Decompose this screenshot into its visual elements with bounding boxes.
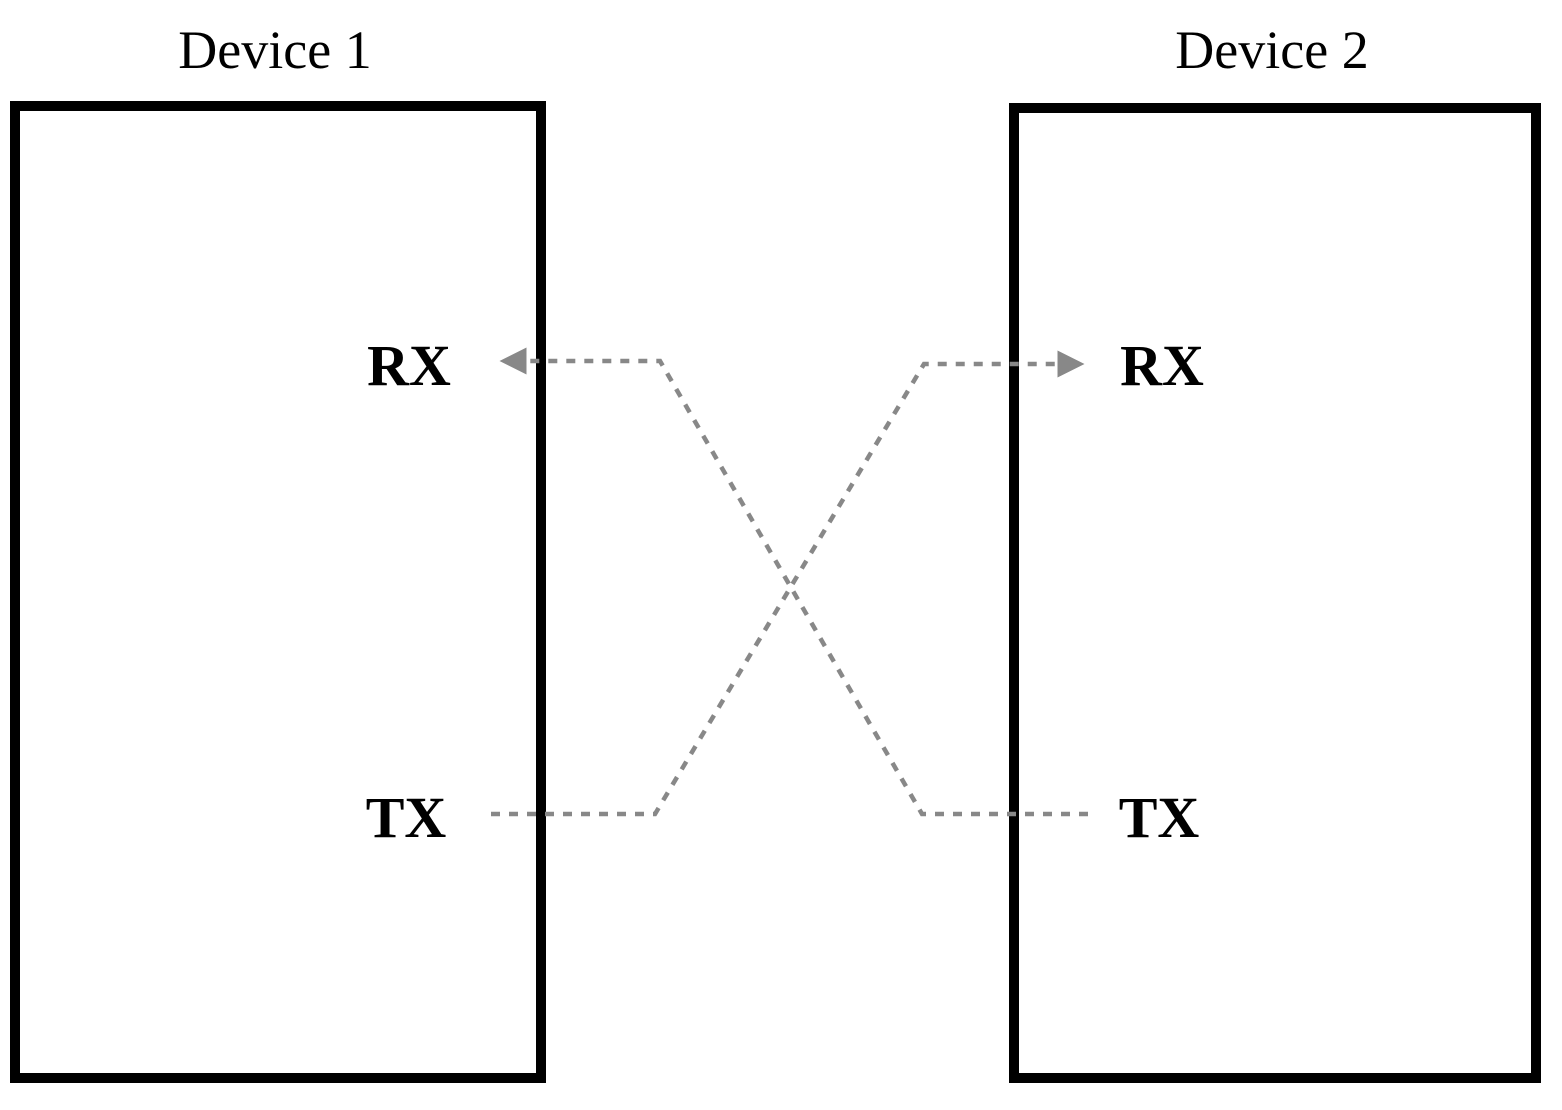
device-2-tx-label: TX <box>1119 785 1200 850</box>
device-1-rx-label: RX <box>367 333 451 398</box>
device-2-rx-label: RX <box>1120 333 1204 398</box>
crossover-wires <box>491 347 1088 817</box>
device-1-box <box>10 101 546 1083</box>
wire-device2-tx-to-device1-rx <box>499 347 1088 817</box>
wire-device1-tx-to-device2-rx <box>491 350 1085 817</box>
device-2-box <box>1009 103 1541 1083</box>
device-1: Device 1 RX TX <box>10 20 546 1083</box>
device-2-title: Device 2 <box>1175 20 1368 80</box>
device-1-title: Device 1 <box>178 20 371 80</box>
device-1-tx-label: TX <box>366 785 447 850</box>
device-2: Device 2 RX TX <box>1009 20 1541 1083</box>
